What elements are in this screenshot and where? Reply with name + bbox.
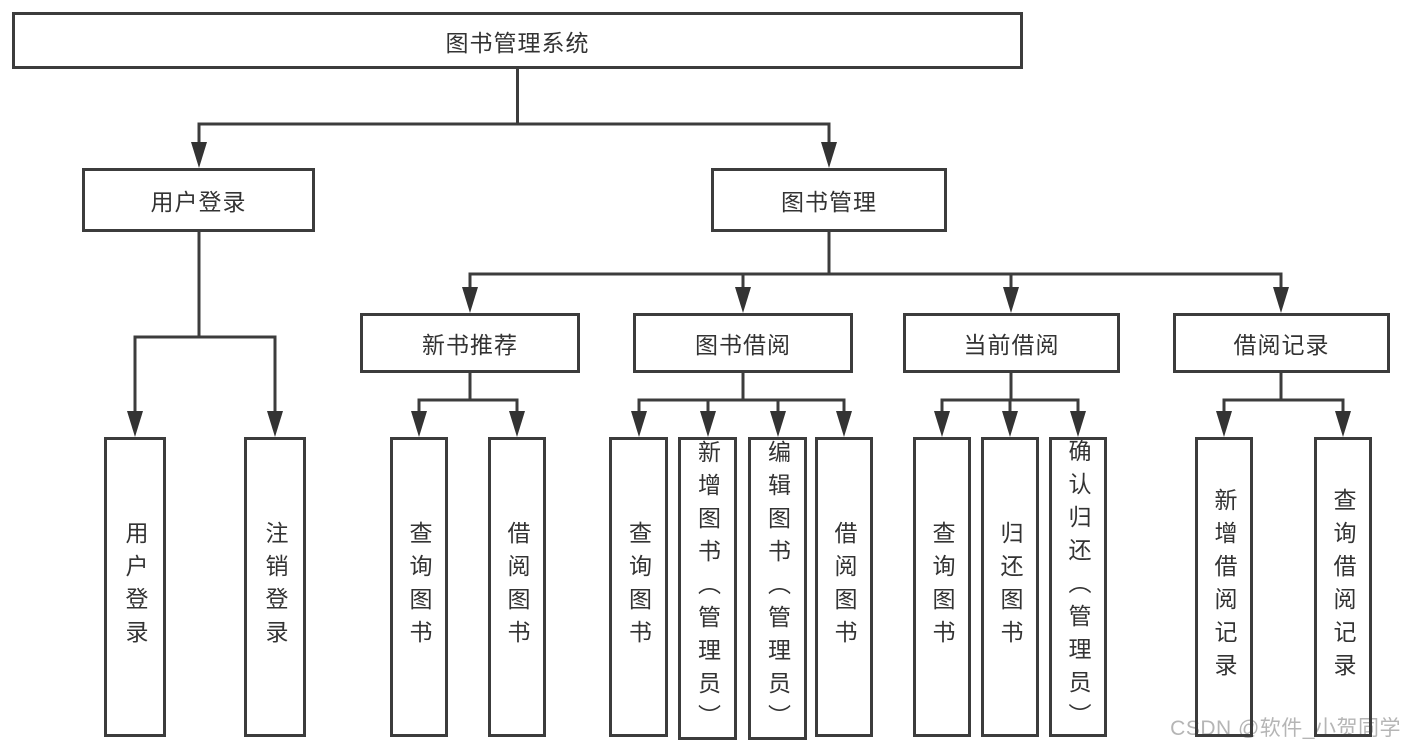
csdn-watermark: CSDN @软件_小贺同学 bbox=[1170, 717, 1401, 740]
leaf-query-books-current: 查询图书 bbox=[913, 437, 971, 737]
node-label: 归还图书 bbox=[997, 521, 1023, 653]
node-label: 查询图书 bbox=[625, 521, 652, 653]
arrowheads bbox=[127, 142, 1351, 437]
node-label: 当前借阅 bbox=[963, 332, 1060, 358]
leaf-edit-books-admin: 编辑图书（管理员） bbox=[748, 437, 807, 740]
node-label: 借阅图书 bbox=[831, 521, 857, 653]
node-label: 新增借阅记录 bbox=[1211, 488, 1237, 686]
node-user-login: 用户登录 bbox=[82, 168, 315, 232]
node-label: 用户登录 bbox=[122, 521, 148, 653]
node-label: 查询图书 bbox=[406, 521, 432, 653]
node-label: 查询借阅记录 bbox=[1330, 488, 1356, 686]
leaf-return-books: 归还图书 bbox=[981, 437, 1039, 737]
leaf-query-books-borrowing: 查询图书 bbox=[609, 437, 668, 737]
node-book-management: 图书管理 bbox=[711, 168, 947, 232]
node-label: 注销登录 bbox=[262, 521, 288, 653]
node-label: 借阅记录 bbox=[1233, 332, 1330, 358]
node-label: 用户登录 bbox=[150, 189, 247, 215]
leaf-add-borrowing-record: 新增借阅记录 bbox=[1195, 437, 1253, 737]
leaf-query-books-recommend: 查询图书 bbox=[390, 437, 448, 737]
node-new-book-recommendation: 新书推荐 bbox=[360, 313, 580, 373]
leaf-user-login: 用户登录 bbox=[104, 437, 166, 737]
node-label: 查询图书 bbox=[929, 521, 955, 653]
leaf-query-borrowing-record: 查询借阅记录 bbox=[1314, 437, 1372, 737]
node-book-borrowing: 图书借阅 bbox=[633, 313, 853, 373]
node-root: 图书管理系统 bbox=[12, 12, 1023, 69]
leaf-borrow-books-recommend: 借阅图书 bbox=[488, 437, 546, 737]
node-label: 图书借阅 bbox=[695, 332, 791, 358]
node-label: 新增图书（管理员） bbox=[694, 440, 721, 737]
node-current-borrowing: 当前借阅 bbox=[903, 313, 1120, 373]
leaf-confirm-return-admin: 确认归还（管理员） bbox=[1049, 437, 1107, 737]
node-borrowing-records: 借阅记录 bbox=[1173, 313, 1390, 373]
leaf-borrow-books-borrowing: 借阅图书 bbox=[815, 437, 873, 737]
leaf-add-books-admin: 新增图书（管理员） bbox=[678, 437, 737, 740]
node-label: 确认归还（管理员） bbox=[1065, 438, 1091, 736]
leaf-logout-login: 注销登录 bbox=[244, 437, 306, 737]
node-label: 图书管理系统 bbox=[445, 29, 590, 56]
node-label: 新书推荐 bbox=[422, 332, 518, 358]
node-label: 图书管理 bbox=[781, 189, 877, 215]
node-label: 编辑图书（管理员） bbox=[764, 440, 791, 737]
node-label: 借阅图书 bbox=[504, 521, 530, 653]
